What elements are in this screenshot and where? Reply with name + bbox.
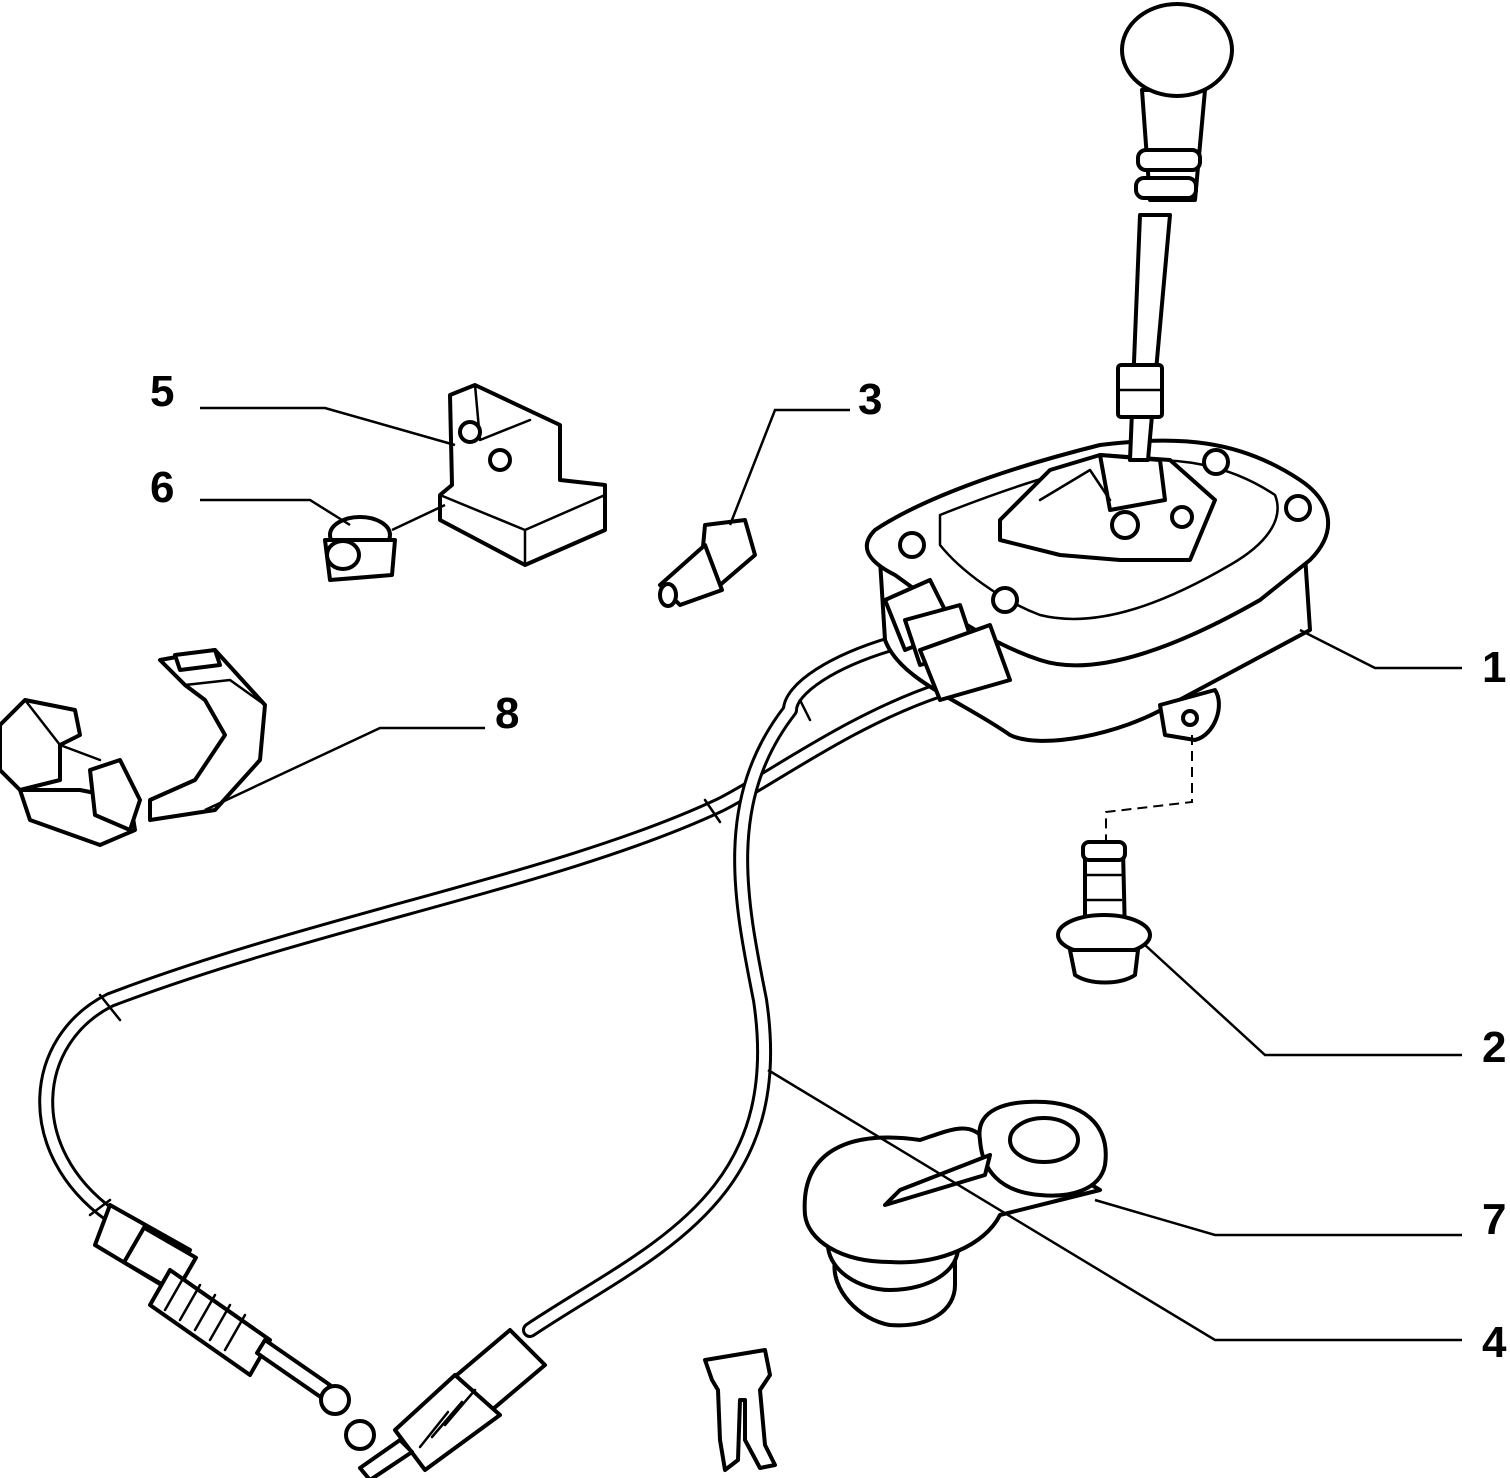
callout-4: 4 — [1482, 1318, 1507, 1367]
assembly-line — [1105, 735, 1193, 842]
cable-end-right — [344, 1328, 547, 1478]
callout-2: 2 — [1482, 1023, 1506, 1072]
rubber-boot — [802, 1099, 1108, 1328]
flange-nut — [323, 515, 397, 582]
callout-5: 5 — [150, 367, 174, 416]
gear-lever-housing — [864, 2, 1330, 743]
flange-bolt — [1056, 840, 1152, 985]
cable-end-left — [93, 1203, 351, 1416]
callout-6: 6 — [150, 463, 174, 512]
callout-7: 7 — [1482, 1195, 1506, 1244]
spring-clip — [703, 1348, 777, 1472]
mounting-bracket — [438, 383, 607, 567]
selector-cables — [38, 632, 948, 1338]
callout-1: 1 — [1482, 643, 1506, 692]
bushing-pin — [658, 518, 757, 608]
callout-8: 8 — [495, 689, 519, 738]
leader-lines — [200, 406, 1462, 1342]
callout-3: 3 — [858, 375, 882, 424]
cable-retainer-clip — [0, 648, 267, 847]
